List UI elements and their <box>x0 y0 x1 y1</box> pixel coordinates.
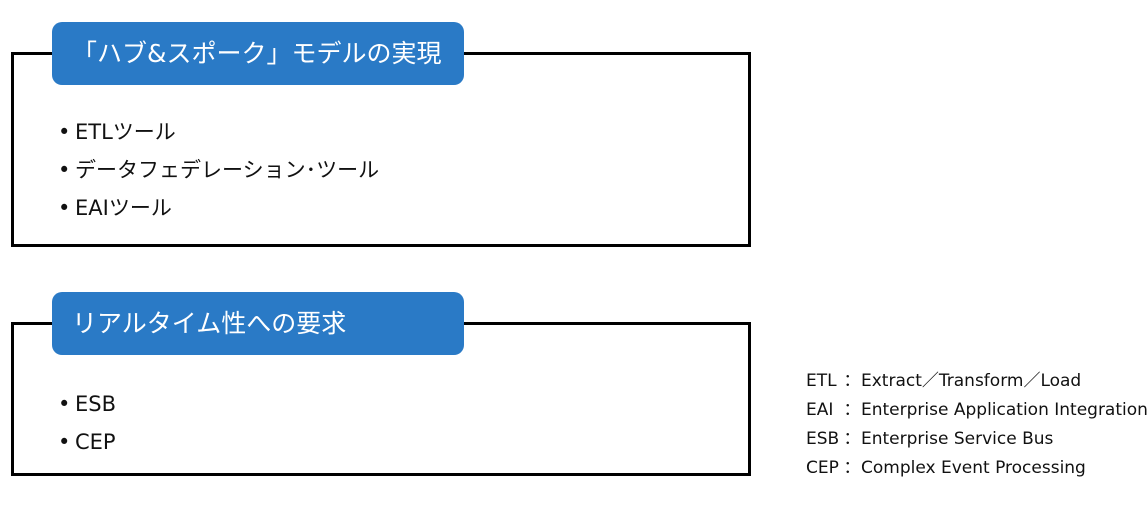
list-item: •データフェデレーション･ツール <box>58 151 379 189</box>
bullet-marker: • <box>58 196 71 220</box>
bullet-marker: • <box>58 158 71 182</box>
legend-full: Enterprise Application Integration <box>861 400 1148 420</box>
list-item: •ETLツール <box>58 113 379 151</box>
list-item-label: ETLツール <box>75 120 176 144</box>
section-heading-realtime: リアルタイム性への要求 <box>52 292 464 355</box>
legend-separator: ： <box>843 400 861 420</box>
list-item: •ESB <box>58 385 116 423</box>
bullet-list: •ETLツール •データフェデレーション･ツール •EAIツール <box>58 113 379 227</box>
legend-full: Complex Event Processing <box>861 458 1086 478</box>
bullet-marker: • <box>58 430 71 454</box>
list-item: •EAIツール <box>58 189 379 227</box>
list-item-label: EAIツール <box>75 196 172 220</box>
list-item-label: ESB <box>75 392 117 416</box>
legend-separator: ： <box>843 371 861 391</box>
legend-item: ETL ：Extract／Transform／Load <box>806 367 1148 396</box>
bullet-marker: • <box>58 392 71 416</box>
legend-item: CEP：Complex Event Processing <box>806 454 1148 483</box>
legend-item: ESB：Enterprise Service Bus <box>806 425 1148 454</box>
legend-abbr: CEP <box>806 458 839 478</box>
legend-separator: ： <box>843 429 861 449</box>
bullet-marker: • <box>58 120 71 144</box>
legend-full: Enterprise Service Bus <box>861 429 1054 449</box>
legend-separator: ： <box>843 458 861 478</box>
bullet-list: •ESB •CEP <box>58 385 116 461</box>
list-item-label: CEP <box>75 430 116 454</box>
list-item-label: データフェデレーション･ツール <box>75 158 380 182</box>
legend-abbr: ETL <box>806 371 837 391</box>
abbreviation-legend: ETL：Extract／Transform／Load EAI：Enterpris… <box>806 367 1148 483</box>
legend-item: EAI ：Enterprise Application Integration <box>806 396 1148 425</box>
legend-full: Extract／Transform／Load <box>861 371 1082 391</box>
list-item: •CEP <box>58 423 116 461</box>
legend-abbr: EAI <box>806 400 834 420</box>
section-heading-hub-and-spoke: 「ハブ&スポーク」モデルの実現 <box>52 22 464 85</box>
legend-abbr: ESB <box>806 429 840 449</box>
